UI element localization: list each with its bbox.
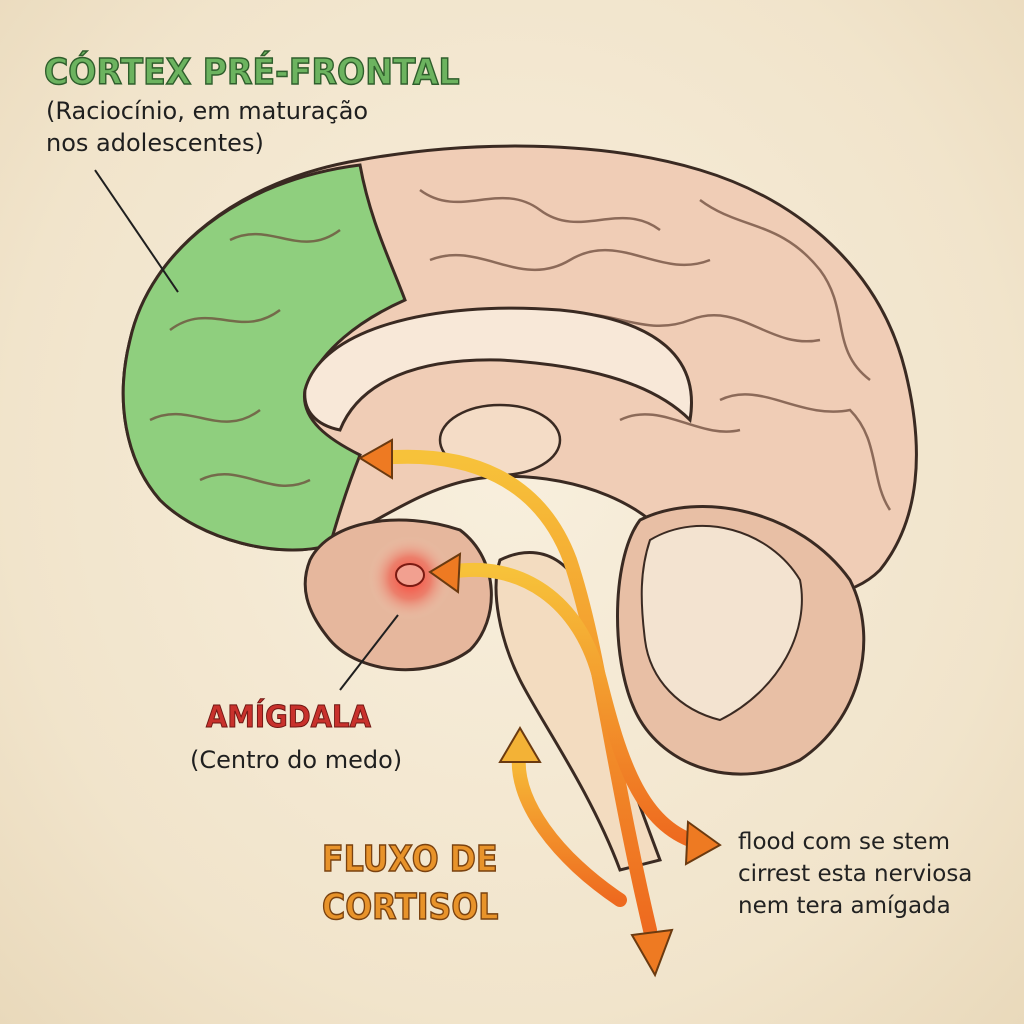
flood-note-line-1: flood com se stem [738,829,950,855]
flood-note-line-3: nem tera amígada [738,893,951,919]
cortisol-title: FLUXO DE CORTISOL [321,836,499,932]
prefrontal-line-2: nos adolescentes) [46,129,264,157]
flood-note-line-2: cirrest esta nerviosa [738,861,973,887]
flood-note: flood com se stem cirrest esta nerviosa … [738,826,972,922]
gyri-lines [149,188,892,511]
prefrontal-description: (Raciocínio, em maturação nos adolescent… [46,95,368,159]
corpus-callosum [303,306,693,432]
arrowhead-up-left [358,438,393,480]
arrowhead-down [630,928,674,978]
arrowhead-right [684,820,722,866]
prefrontal-cortex-region [121,163,407,552]
arrowhead-up [498,726,542,763]
amygdala-leader-line [339,614,399,691]
amygdala-title: AMÍGDALA [206,700,372,736]
cortisol-flow-arrows [373,449,697,937]
prefrontal-line-1: (Raciocínio, em maturação [46,97,369,125]
arrowhead-amygdala [428,552,462,594]
amygdala-subtitle: (Centro do medo) [190,746,403,774]
amygdala [395,563,425,587]
cortisol-line-1: FLUXO DE [321,838,498,881]
cortisol-line-2: CORTISOL [321,886,499,929]
prefrontal-title: CÓRTEX PRÉ-FRONTAL [43,51,460,94]
arrowheads [358,438,722,978]
pfc-leader-line [94,169,179,293]
arbor-vitae [640,525,803,722]
